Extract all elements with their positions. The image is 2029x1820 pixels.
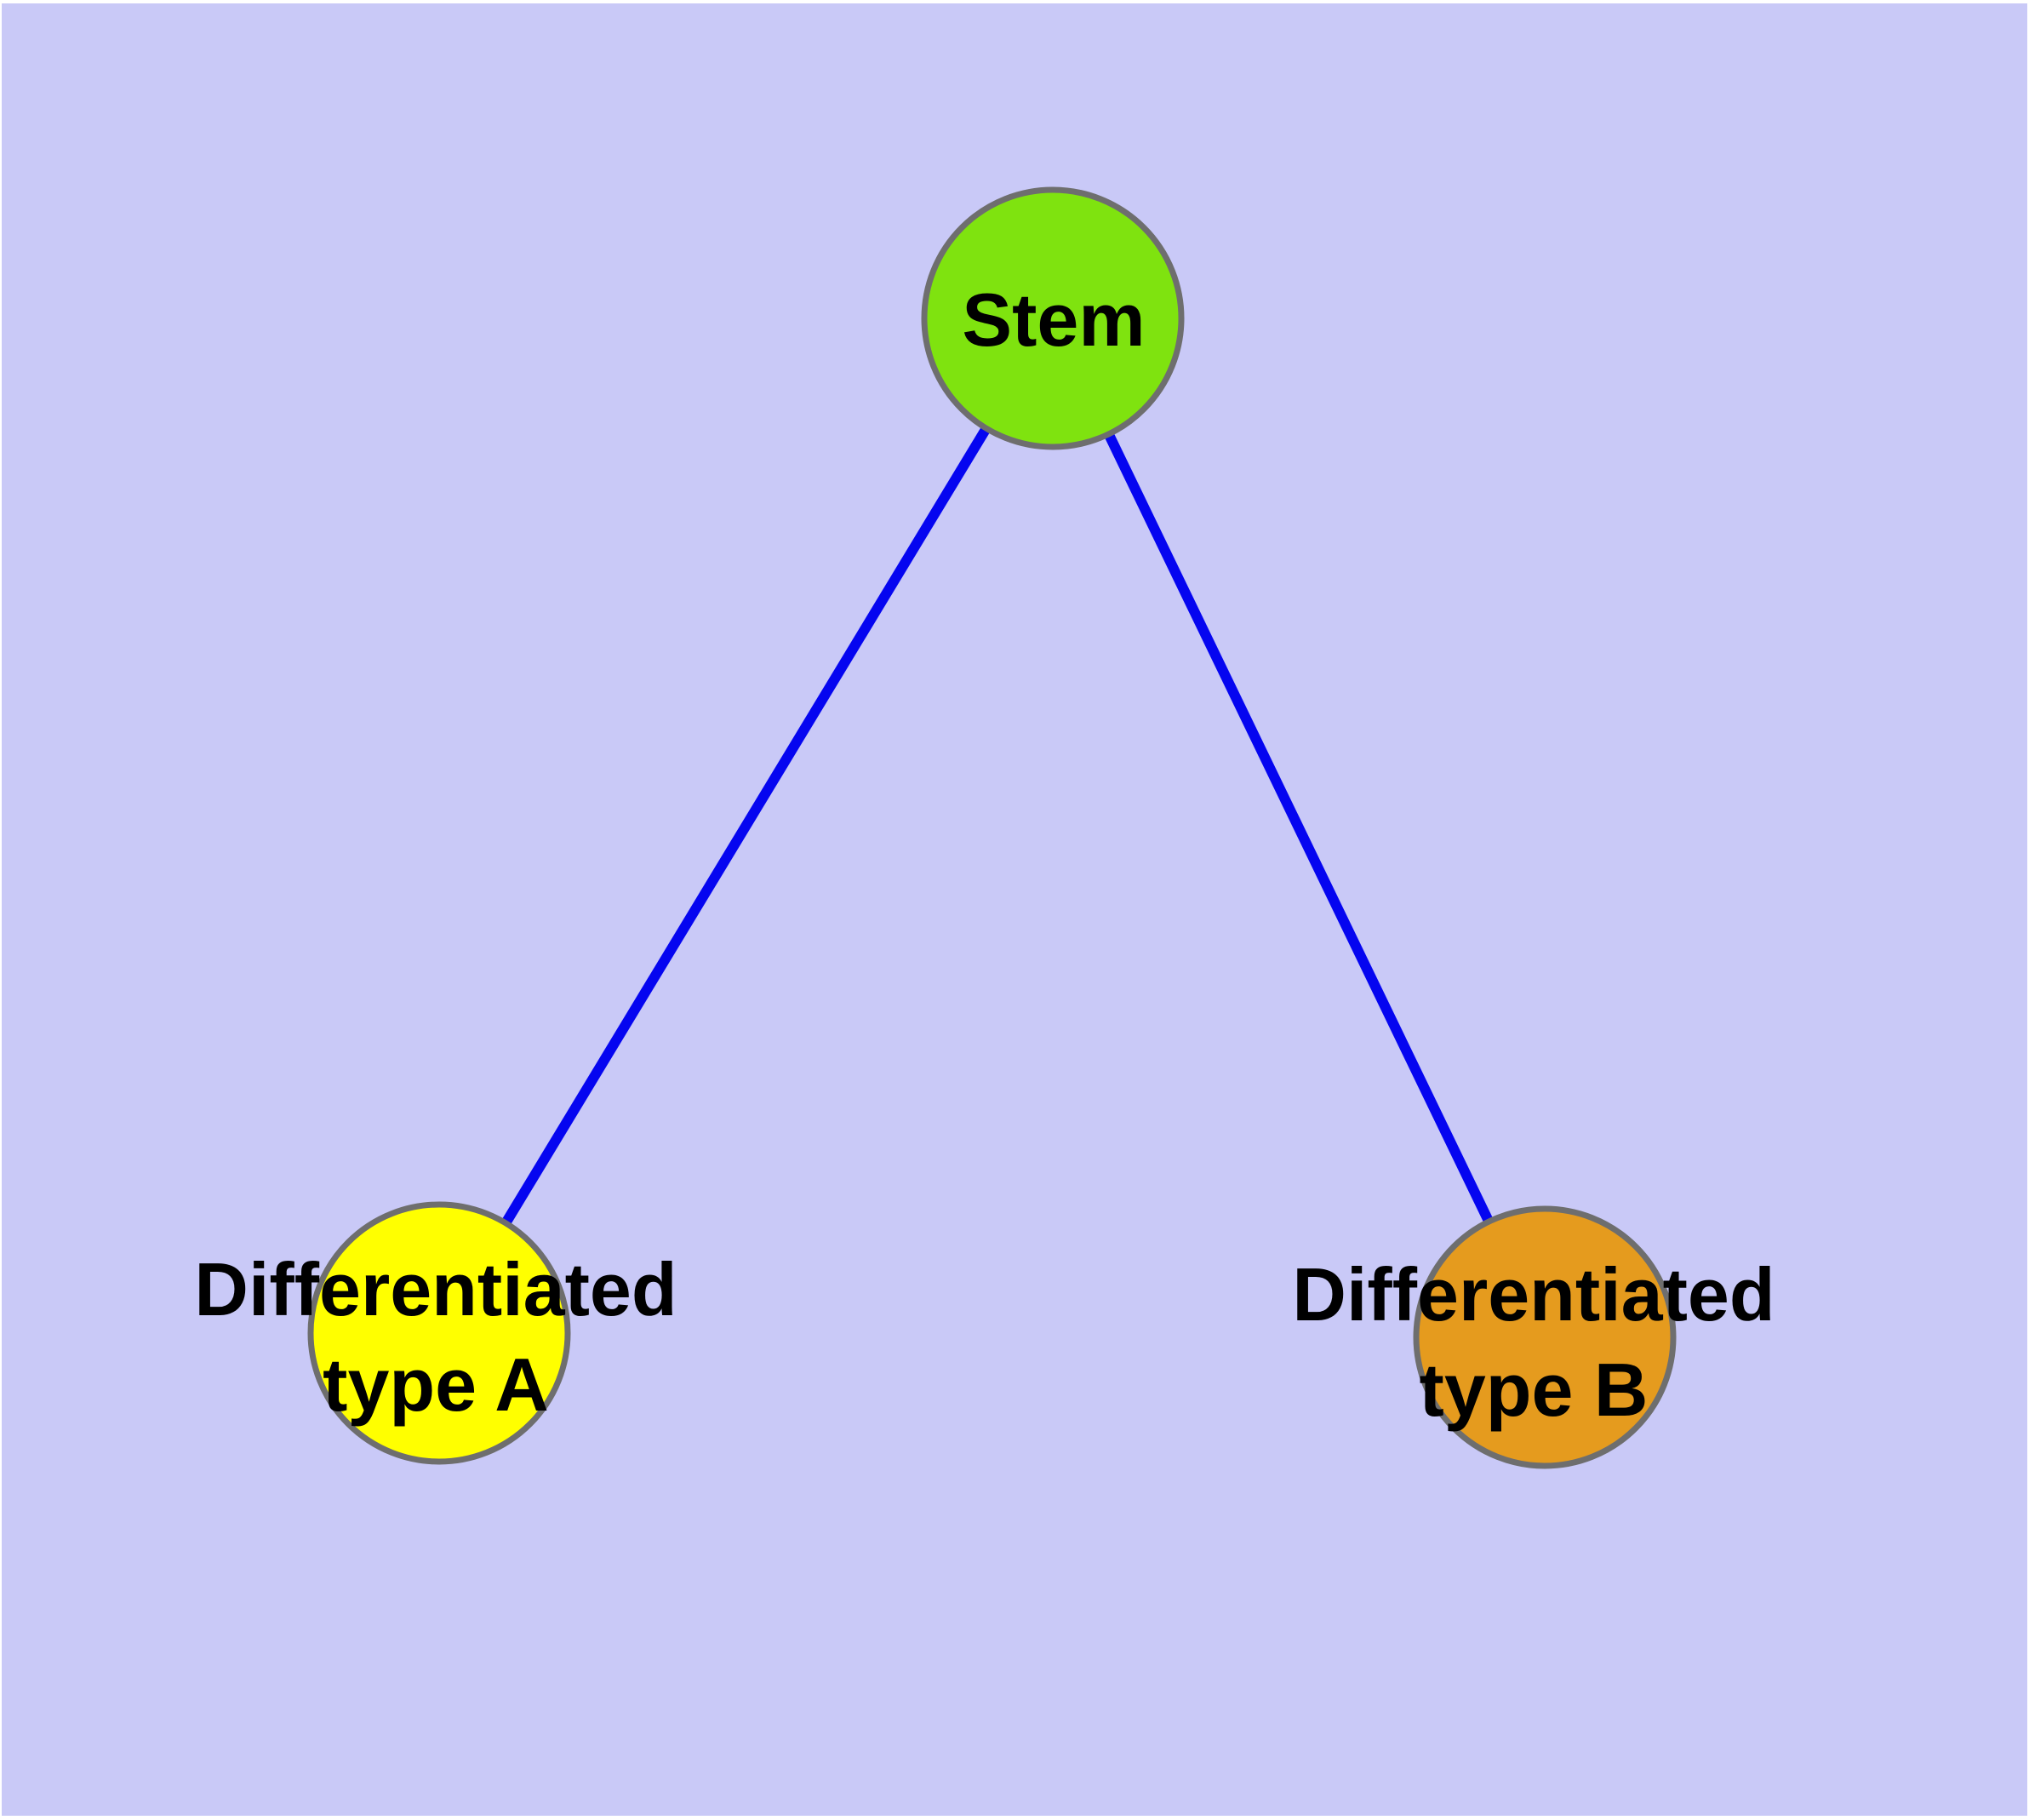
node-type-a-label-line2: type A (323, 1342, 549, 1427)
node-stem (921, 186, 1185, 450)
node-type-b-label-line1: Differentiated (1292, 1252, 1775, 1336)
node-type-b (1413, 1205, 1677, 1469)
edge-stem-to-type-b (1048, 316, 1550, 1340)
node-type-b-label: Differentiated type B (1292, 1252, 1775, 1432)
node-type-b-label-line2: type B (1420, 1348, 1649, 1432)
node-type-a-label: Differentiated type A (194, 1247, 677, 1427)
edge-stem-to-type-a (434, 315, 1058, 1336)
node-stem-label: Stem (962, 278, 1145, 362)
node-type-a-label-line1: Differentiated (194, 1247, 677, 1331)
node-type-a (307, 1201, 571, 1465)
